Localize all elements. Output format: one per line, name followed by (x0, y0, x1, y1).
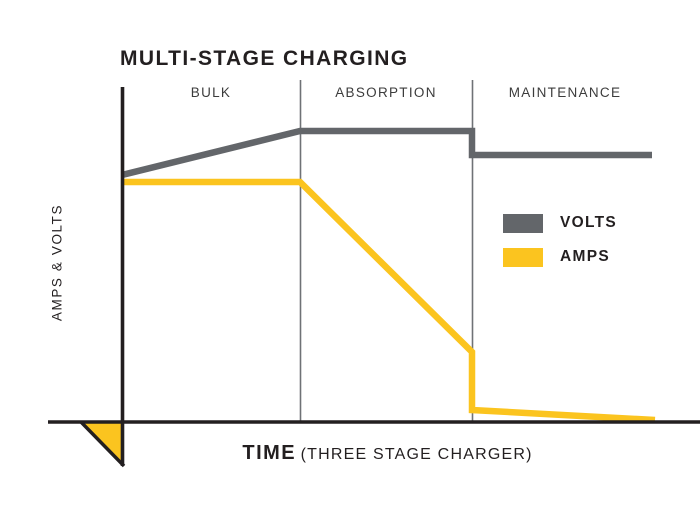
chart-title: MULTI-STAGE CHARGING (120, 47, 409, 70)
legend-label-volts: VOLTS (560, 214, 618, 231)
origin-triangle-edge (79, 420, 126, 468)
series-line-amps (122, 178, 656, 424)
stage-label-bulk: BULK (190, 85, 232, 100)
x-axis-label-primary: TIME (242, 442, 297, 464)
chart-legend: VOLTS AMPS (503, 206, 617, 274)
legend-item-volts: VOLTS (503, 206, 617, 240)
x-axis-label-secondary: (THREE STAGE CHARGER) (300, 446, 533, 463)
series-line-volts (121, 127, 652, 179)
stage-label-maintenance: MAINTENANCE (508, 85, 622, 100)
y-axis-label: AMPS & VOLTS (49, 203, 65, 322)
legend-item-amps: AMPS (503, 240, 617, 274)
legend-label-amps: AMPS (560, 248, 610, 265)
legend-swatch-amps (503, 247, 543, 267)
legend-swatch-volts (503, 213, 543, 233)
x-axis-label: TIME (THREE STAGE CHARGER) (120, 442, 655, 465)
stage-label-absorption: ABSORPTION (335, 85, 437, 100)
